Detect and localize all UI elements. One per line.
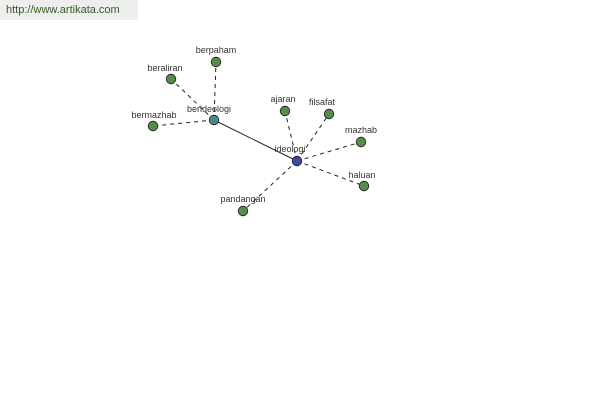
node-label-ajaran[interactable]: ajaran bbox=[270, 94, 295, 104]
node-label-haluan[interactable]: haluan bbox=[348, 170, 375, 180]
edge-ideologi-filsafat bbox=[296, 113, 330, 162]
edges-layer bbox=[152, 61, 365, 212]
edge-berideologi-beraliran bbox=[170, 78, 215, 121]
edge-berideologi-bermazhab bbox=[152, 119, 215, 127]
edge-ideologi-mazhab bbox=[296, 141, 362, 162]
node-label-mazhab[interactable]: mazhab bbox=[345, 125, 377, 135]
labels-layer: ideologi berideologi berpaham beraliran berm… bbox=[131, 45, 377, 204]
node-mazhab[interactable] bbox=[355, 136, 367, 148]
node-berpaham[interactable] bbox=[210, 56, 222, 68]
site-url-link[interactable]: http://www.artikata.com bbox=[6, 4, 120, 16]
node-ideologi[interactable] bbox=[291, 155, 303, 167]
node-berideologi[interactable] bbox=[208, 114, 220, 126]
node-bermazhab[interactable] bbox=[147, 120, 159, 132]
node-label-beraliran[interactable]: beraliran bbox=[147, 63, 182, 73]
node-label-berideologi[interactable]: berideologi bbox=[187, 104, 231, 114]
edge-berideologi-berpaham bbox=[213, 61, 217, 121]
node-haluan[interactable] bbox=[358, 180, 370, 192]
edge-ideologi-haluan bbox=[296, 160, 365, 187]
node-label-bermazhab[interactable]: bermazhab bbox=[131, 110, 176, 120]
node-label-berpaham[interactable]: berpaham bbox=[196, 45, 237, 55]
node-filsafat[interactable] bbox=[323, 108, 335, 120]
nodes-layer bbox=[147, 56, 370, 217]
node-pandangan[interactable] bbox=[237, 205, 249, 217]
edge-ideologi-ajaran bbox=[284, 110, 298, 162]
edge-ideologi-berideologi bbox=[213, 119, 298, 162]
url-bar: http://www.artikata.com bbox=[0, 0, 138, 20]
node-ajaran[interactable] bbox=[279, 105, 291, 117]
node-label-filsafat[interactable]: filsafat bbox=[309, 97, 336, 107]
node-label-ideologi[interactable]: ideologi bbox=[274, 144, 305, 154]
node-beraliran[interactable] bbox=[165, 73, 177, 85]
node-label-pandangan[interactable]: pandangan bbox=[220, 194, 265, 204]
